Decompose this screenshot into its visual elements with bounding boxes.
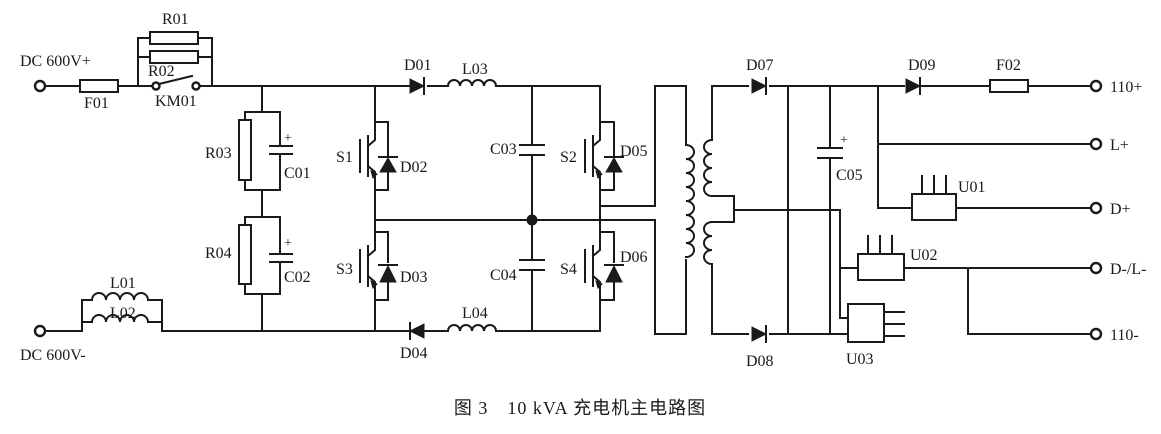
- label-110m: 110-: [1110, 327, 1139, 344]
- label-dc-pos: DC 600V+: [20, 53, 91, 70]
- contactor-km01: [151, 74, 201, 91]
- label-u02: U02: [910, 247, 938, 264]
- inductor-l02: [90, 314, 150, 324]
- label-d06: D06: [620, 249, 648, 266]
- label-d02: D02: [400, 159, 428, 176]
- label-f01: F01: [84, 95, 109, 112]
- terminal-dp: [1089, 201, 1103, 215]
- igbt-s1: [359, 121, 398, 191]
- label-c02: C02: [284, 269, 311, 286]
- label-dc-neg: DC 600V-: [20, 347, 86, 364]
- inductor-l01: [90, 292, 150, 302]
- sensor-u02: [857, 253, 905, 281]
- label-f02: F02: [996, 57, 1021, 74]
- label-u03: U03: [846, 351, 874, 368]
- igbt-s4: [584, 231, 624, 301]
- label-s4: S4: [560, 261, 577, 278]
- igbt-s3: [359, 231, 398, 301]
- capacitor-c02: [269, 235, 293, 273]
- label-u01: U01: [958, 179, 986, 196]
- inductor-l03: [446, 79, 498, 88]
- junction-dot: [526, 214, 538, 226]
- terminal-dc-pos: [33, 79, 47, 93]
- fuse-f02: [989, 79, 1029, 93]
- label-lp: L+: [1110, 137, 1129, 154]
- label-dp: D+: [1110, 201, 1131, 218]
- inductor-l04: [446, 324, 498, 333]
- label-c04: C04: [490, 267, 517, 284]
- sensor-u03: [847, 303, 885, 343]
- terminal-dl: [1089, 261, 1103, 275]
- label-r02: R02: [148, 63, 175, 80]
- label-c03: C03: [490, 141, 517, 158]
- label-r01: R01: [162, 11, 189, 28]
- label-d08: D08: [746, 353, 774, 370]
- label-plus-c02: +: [284, 236, 292, 251]
- transformer: [684, 138, 714, 266]
- label-dl: D-/L-: [1110, 261, 1146, 278]
- figure-caption: 图 3 10 kVA 充电机主电路图: [454, 398, 706, 418]
- resistor-r03: [238, 119, 252, 181]
- diode-d01: [409, 77, 426, 95]
- diode-d09: [905, 77, 922, 95]
- label-d01: D01: [404, 57, 432, 74]
- fuse-f01: [79, 79, 119, 93]
- label-c01: C01: [284, 165, 311, 182]
- label-l04: L04: [462, 305, 488, 322]
- capacitor-c01: [269, 127, 293, 166]
- label-l03: L03: [462, 61, 488, 78]
- labels: DC 600V+ DC 600V- R01 R02 KM01 F01 R03 +…: [20, 11, 1146, 370]
- diode-d08: [751, 325, 768, 343]
- label-d07: D07: [746, 57, 774, 74]
- label-d04: D04: [400, 345, 428, 362]
- label-d05: D05: [620, 143, 648, 160]
- resistor-r04: [238, 224, 252, 285]
- resistor-r02: [149, 50, 199, 64]
- label-l01: L01: [110, 275, 136, 292]
- diode-d04: [408, 322, 425, 340]
- terminal-110p: [1089, 79, 1103, 93]
- diode-d07: [751, 77, 768, 95]
- sensor-u01: [911, 193, 957, 221]
- label-d03: D03: [400, 269, 428, 286]
- label-r03: R03: [205, 145, 232, 162]
- label-d09: D09: [908, 57, 936, 74]
- terminal-lp: [1089, 137, 1103, 151]
- label-s2: S2: [560, 149, 577, 166]
- label-plus-c01: +: [284, 131, 292, 146]
- label-km01: KM01: [155, 93, 197, 110]
- capacitor-c03: [519, 144, 545, 156]
- label-l02: L02: [110, 305, 136, 322]
- terminal-110m: [1089, 327, 1103, 341]
- label-c05: C05: [836, 167, 863, 184]
- wires: [45, 37, 1091, 337]
- capacitor-c05: [817, 147, 843, 159]
- label-r04: R04: [205, 245, 232, 262]
- igbt-s2: [584, 121, 624, 191]
- label-plus-c05: +: [840, 133, 848, 148]
- label-110p: 110+: [1110, 79, 1142, 96]
- label-s3: S3: [336, 261, 353, 278]
- capacitor-c04: [519, 259, 545, 271]
- label-s1: S1: [336, 149, 353, 166]
- terminal-dc-neg: [33, 324, 47, 338]
- resistor-r01: [149, 31, 199, 45]
